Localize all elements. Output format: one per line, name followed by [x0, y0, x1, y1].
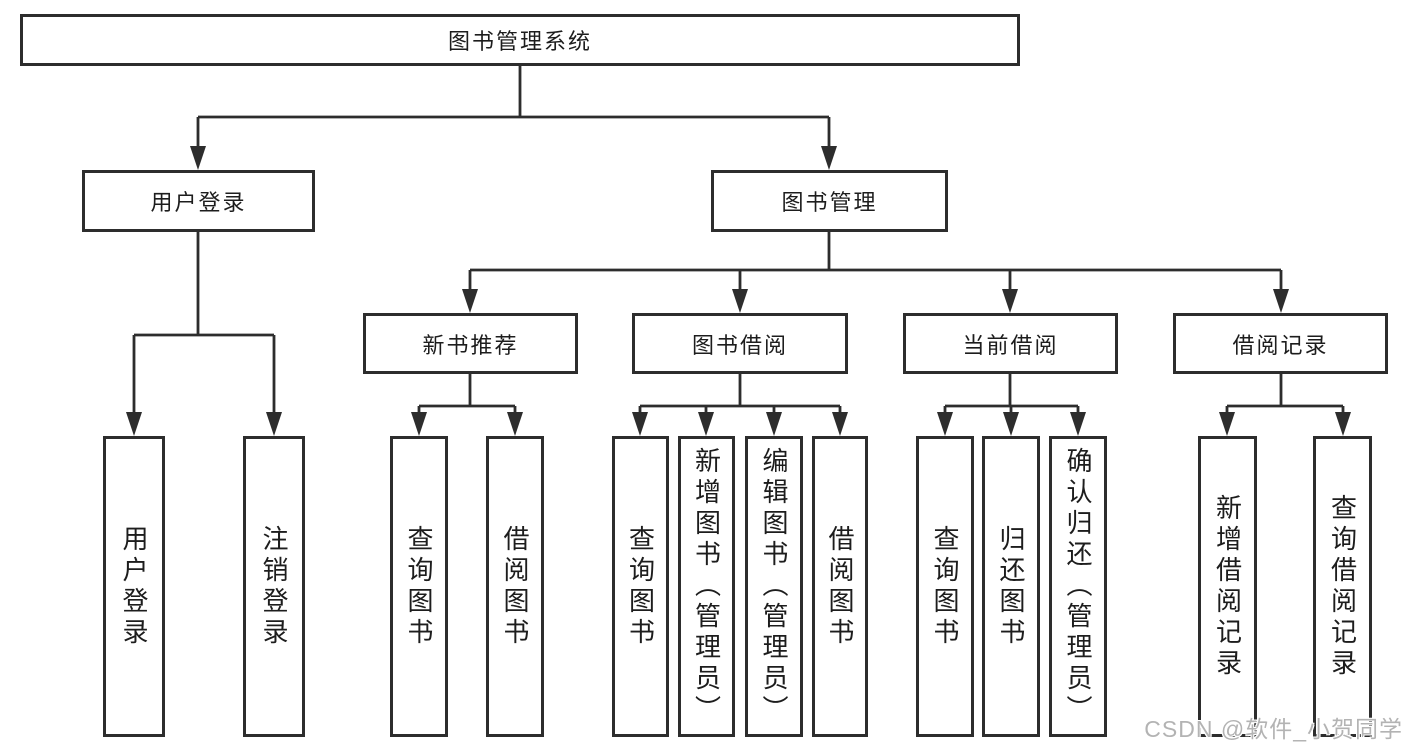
node-new-book-recommend-label: 新书推荐 [422, 332, 519, 358]
leaf-current-return-books-label: 归还图书 [996, 524, 1026, 649]
leaf-borrow-borrow-books-label: 借阅图书 [825, 524, 855, 649]
node-book-management: 图书管理 [711, 170, 948, 232]
node-book-borrow-label: 图书借阅 [691, 332, 788, 358]
leaf-current-return-books: 归还图书 [982, 436, 1040, 737]
leaf-newrec-query-books-label: 查询图书 [404, 524, 434, 649]
leaf-user-login-label: 用户登录 [119, 524, 149, 649]
leaf-current-confirm-return-admin: 确认归还（管理员） [1049, 436, 1107, 737]
leaf-records-query-record-label: 查询借阅记录 [1327, 493, 1358, 680]
leaf-current-query-books-label: 查询图书 [930, 524, 960, 649]
node-book-borrow: 图书借阅 [632, 313, 848, 374]
node-root-label: 图书管理系统 [447, 29, 592, 54]
node-book-management-label: 图书管理 [781, 190, 878, 215]
node-new-book-recommend: 新书推荐 [363, 313, 578, 374]
node-borrow-records-label: 借阅记录 [1232, 332, 1329, 358]
node-current-borrow-label: 当前借阅 [962, 332, 1059, 358]
node-root: 图书管理系统 [20, 14, 1020, 66]
leaf-newrec-borrow-books: 借阅图书 [486, 436, 544, 737]
leaf-user-login: 用户登录 [103, 436, 165, 737]
leaf-current-confirm-return-admin-label: 确认归还（管理员） [1063, 447, 1093, 726]
node-user-login: 用户登录 [82, 170, 315, 232]
node-current-borrow: 当前借阅 [903, 313, 1118, 374]
leaf-newrec-borrow-books-label: 借阅图书 [500, 524, 530, 649]
leaf-borrow-edit-books-admin-label: 编辑图书（管理员） [759, 447, 789, 726]
leaf-logout-label: 注销登录 [259, 524, 289, 649]
node-user-login-label: 用户登录 [150, 190, 247, 215]
csdn-watermark: CSDN @软件_小贺同学 [1144, 716, 1403, 742]
leaf-records-query-record: 查询借阅记录 [1313, 436, 1372, 737]
leaf-newrec-query-books: 查询图书 [390, 436, 448, 737]
leaf-current-query-books: 查询图书 [916, 436, 974, 737]
leaf-borrow-query-books: 查询图书 [612, 436, 669, 737]
leaf-borrow-add-books-admin: 新增图书（管理员） [678, 436, 735, 737]
leaf-logout: 注销登录 [243, 436, 305, 737]
leaf-borrow-borrow-books: 借阅图书 [812, 436, 868, 737]
leaf-borrow-edit-books-admin: 编辑图书（管理员） [745, 436, 803, 737]
leaf-records-add-record-label: 新增借阅记录 [1212, 493, 1243, 680]
node-borrow-records: 借阅记录 [1173, 313, 1388, 374]
leaf-borrow-add-books-admin-label: 新增图书（管理员） [691, 447, 722, 726]
leaf-borrow-query-books-label: 查询图书 [625, 524, 656, 649]
leaf-records-add-record: 新增借阅记录 [1198, 436, 1257, 737]
